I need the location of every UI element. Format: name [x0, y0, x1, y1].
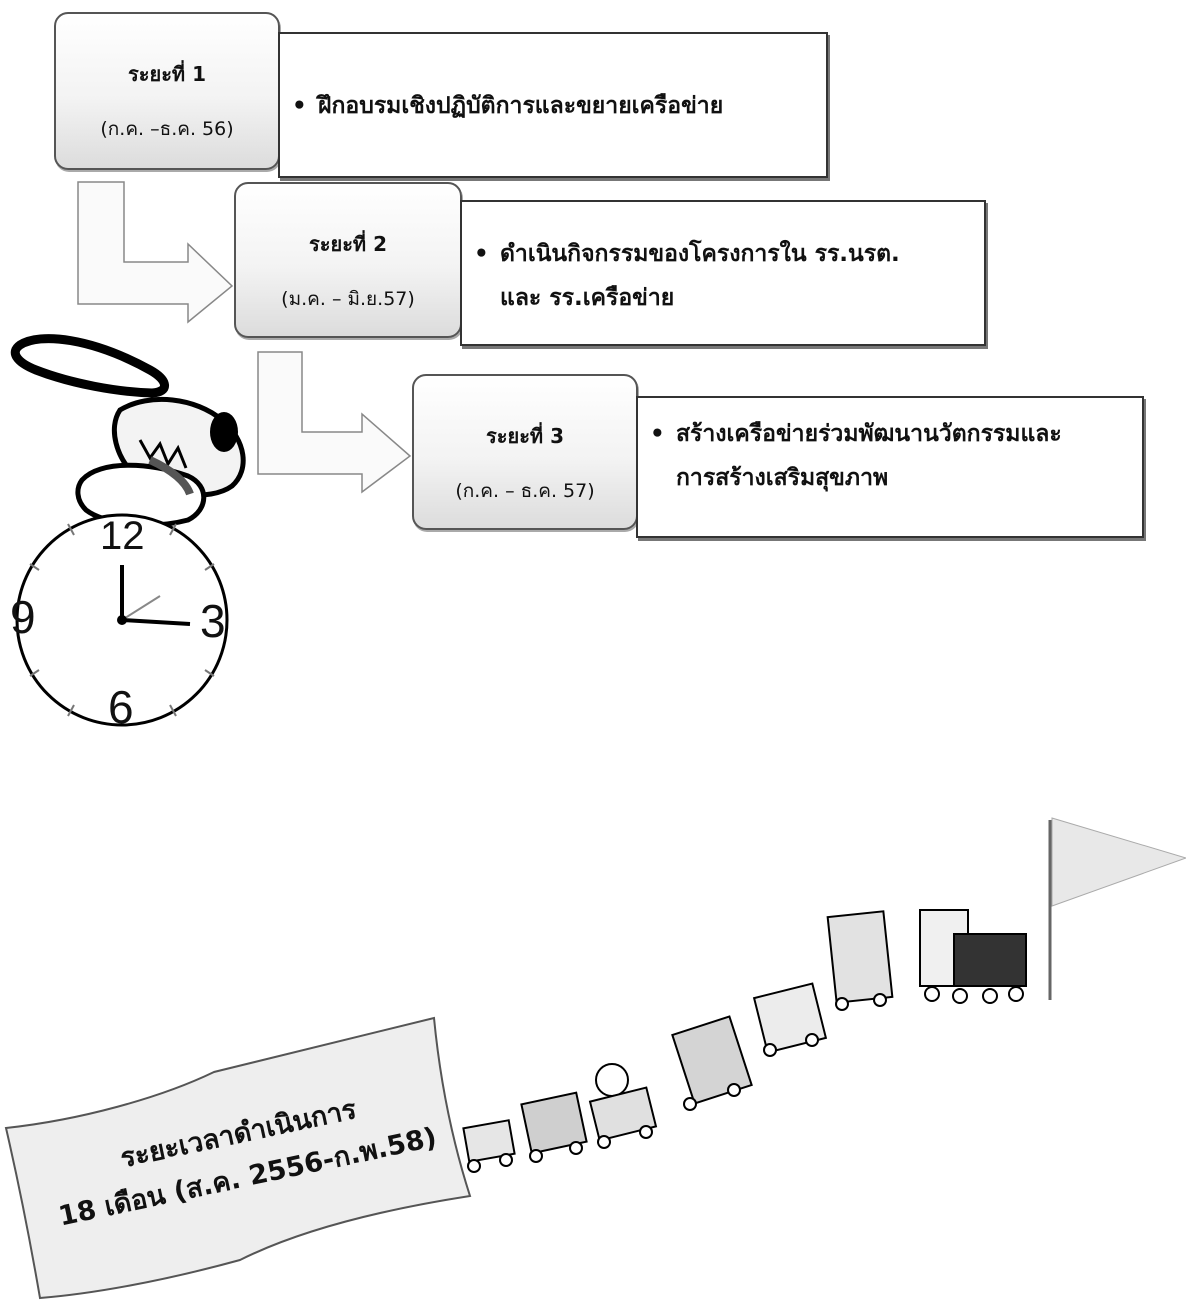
phase-1-box: ระยะที่ 1 (ก.ค. –ธ.ค. 56): [54, 12, 280, 170]
phase-3-line-2: การสร้างเสริมสุขภาพ: [676, 465, 889, 491]
phase-1-title: ระยะที่ 1: [127, 62, 206, 86]
bullet: •: [292, 93, 307, 119]
phase-2-line-1: ดำเนินกิจกรรมของโครงการใน รร.นรต.: [500, 241, 900, 267]
rabbit-illustration: [10, 334, 246, 528]
phase-1-period: (ก.ค. –ธ.ค. 56): [100, 118, 234, 140]
phase-2-title: ระยะที่ 2: [308, 232, 387, 256]
phase-2-box: ระยะที่ 2 (ม.ค. – มิ.ย.57): [234, 182, 462, 338]
phase-3-title: ระยะที่ 3: [485, 424, 564, 448]
bullet: •: [650, 421, 665, 447]
phase-3-box: ระยะที่ 3 (ก.ค. – ธ.ค. 57): [412, 374, 638, 530]
phase-3-description: • สร้างเครือข่ายร่วมพัฒนานวัตกรรมและ การ…: [636, 396, 1144, 538]
phase-2-line-2: และ รร.เครือข่าย: [500, 285, 675, 311]
clock-numeral-9: 9: [10, 591, 36, 643]
clock-icon: [15, 513, 229, 727]
phase-2-description: • ดำเนินกิจกรรมของโครงการใน รร.นรต. และ …: [460, 200, 986, 346]
clock-numeral-6: 6: [108, 681, 134, 733]
l-arrow-2-to-3: [257, 351, 412, 494]
banner-shape: [4, 1016, 472, 1300]
phase-3-period: (ก.ค. – ธ.ค. 57): [455, 480, 595, 502]
flag-icon: [1048, 817, 1186, 1000]
phase-2-period: (ม.ค. – มิ.ย.57): [281, 288, 415, 310]
clock-numeral-12: 12: [100, 514, 145, 558]
l-arrow-1-to-2: [77, 181, 234, 324]
bullet: •: [474, 241, 489, 267]
phase-3-line-1: สร้างเครือข่ายร่วมพัฒนานวัตกรรมและ: [676, 421, 1062, 447]
clock-numeral-3: 3: [200, 595, 226, 647]
train-illustration: [462, 909, 1027, 1173]
phase-1-description: • ฝึกอบรมเชิงปฏิบัติการและขยายเครือข่าย: [278, 32, 828, 178]
phase-1-line-1: ฝึกอบรมเชิงปฏิบัติการและขยายเครือข่าย: [318, 93, 724, 119]
